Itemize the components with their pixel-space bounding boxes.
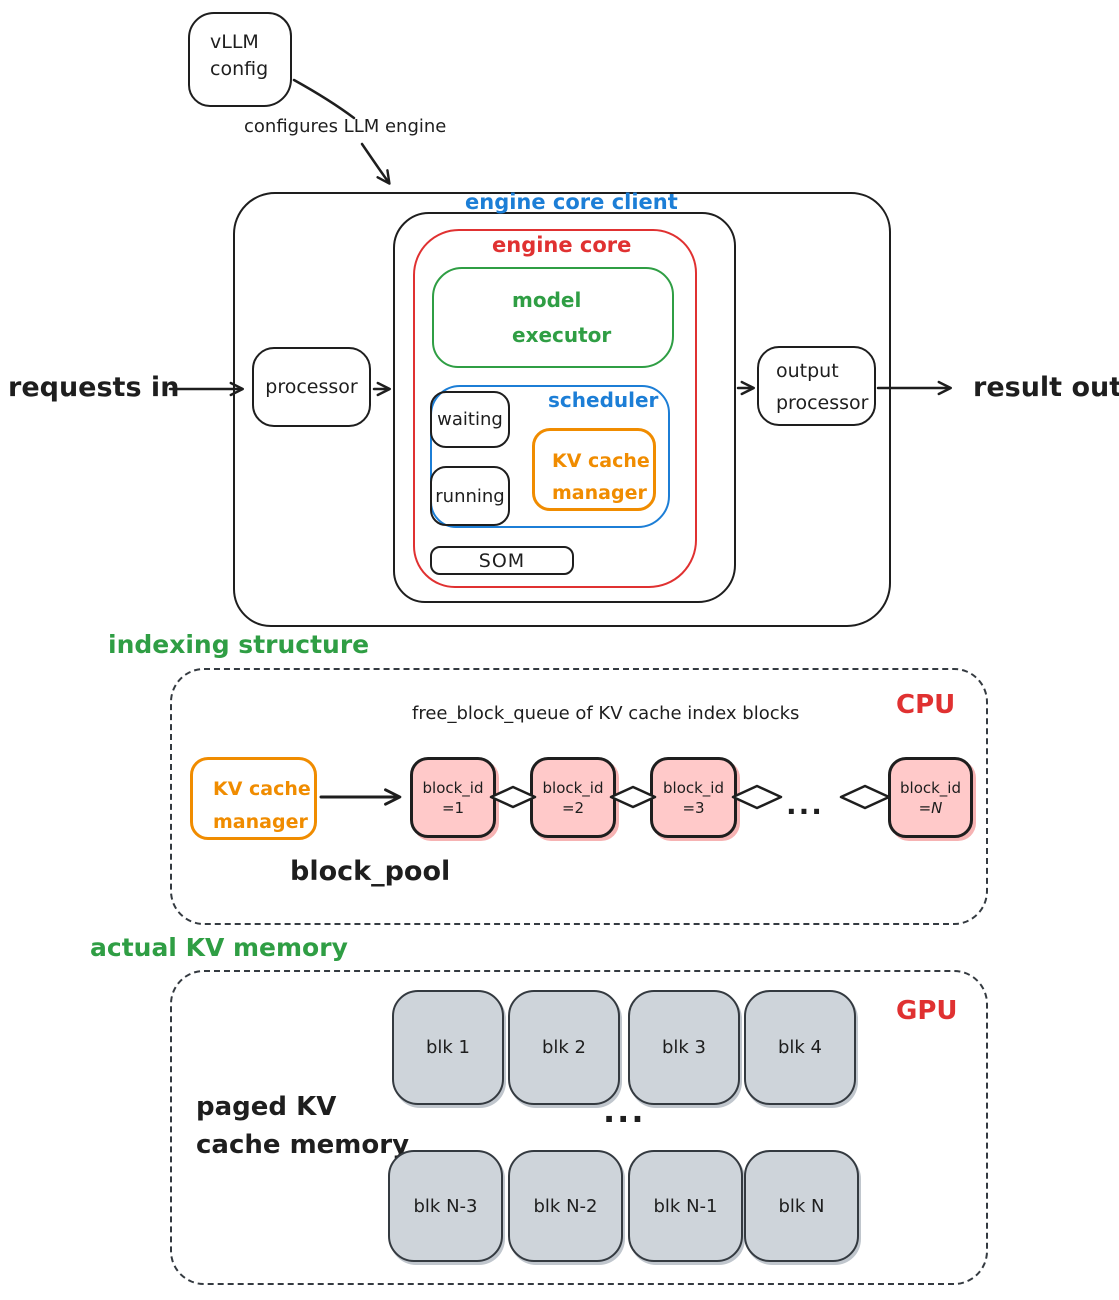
memory-block-1-label: blk 1 — [425, 1037, 471, 1058]
memory-block-4: blk 4 — [744, 990, 856, 1105]
configures-arrow-label: configures LLM engine — [244, 116, 447, 137]
block-id-3-label: block_id — [663, 778, 724, 797]
queue-ellipsis: ... — [786, 788, 824, 821]
engine-core-box — [413, 229, 697, 588]
memory-block-1: blk 1 — [392, 990, 504, 1105]
vllm-config-line2: config — [210, 58, 269, 80]
block-id-1-value: =1 — [441, 798, 465, 817]
scheduler-box — [430, 385, 670, 528]
memory-block-2-label: blk 2 — [541, 1037, 587, 1058]
processor-label: processor — [265, 376, 358, 398]
kv-cache-manager-line2: manager — [552, 482, 647, 504]
memory-block-n-label: blk N — [778, 1195, 825, 1217]
paged-kv-cache-memory-label: paged KV cache memory — [196, 1088, 409, 1164]
result-out-label: result out — [973, 372, 1119, 403]
pool-kv-manager-line2: manager — [213, 811, 308, 833]
block-id-n-label: block_id — [900, 778, 961, 797]
gpu-zone-box — [170, 970, 988, 1285]
memory-block-n2-label: blk N-2 — [533, 1195, 598, 1217]
output-processor-box: output processor — [757, 346, 876, 426]
memory-block-2: blk 2 — [508, 990, 620, 1105]
pool-kv-manager-line1: KV cache — [213, 778, 311, 800]
memory-block-n1-label: blk N-1 — [653, 1195, 718, 1217]
block-pool-label: block_pool — [290, 856, 451, 887]
kv-cache-manager-line1: KV cache — [552, 450, 650, 472]
cpu-zone-label: CPU — [896, 690, 956, 720]
llm-engine-box — [233, 192, 891, 627]
som-box: SOM — [430, 546, 574, 575]
engine-core-client-box — [393, 212, 736, 603]
model-executor-line2: executor — [512, 323, 612, 347]
requests-in-label: requests in — [8, 372, 180, 403]
memory-block-n3-label: blk N-3 — [413, 1195, 478, 1217]
block-id-3-value: =3 — [682, 798, 705, 817]
model-executor-box — [432, 267, 674, 368]
memory-block-n2: blk N-2 — [508, 1150, 623, 1262]
memory-block-3: blk 3 — [628, 990, 740, 1105]
block-id-node-1: block_id =1 — [410, 757, 496, 838]
free-block-queue-title: free_block_queue of KV cache index block… — [412, 703, 800, 724]
memory-block-n3: blk N-3 — [388, 1150, 503, 1262]
model-executor-line1: model — [512, 288, 582, 312]
running-label: running — [435, 485, 505, 507]
som-label: SOM — [478, 549, 526, 572]
block-id-node-n: block_id =N — [888, 757, 973, 838]
running-queue-box: running — [430, 466, 510, 526]
block-id-2-value: =2 — [561, 798, 585, 817]
block-id-2-label: block_id — [542, 778, 604, 797]
gpu-zone-label: GPU — [896, 996, 958, 1026]
cpu-zone-box — [170, 668, 988, 925]
memory-block-n1: blk N-1 — [628, 1150, 743, 1262]
kv-cache-manager-box: KV cache manager — [532, 428, 656, 511]
processor-box: processor — [252, 347, 371, 427]
engine-core-client-label: engine core client — [465, 190, 678, 214]
memory-block-n: blk N — [744, 1150, 859, 1262]
memory-block-3-label: blk 3 — [661, 1037, 707, 1058]
vllm-config-node: vLLM config — [188, 12, 292, 107]
block-id-node-3: block_id =3 — [650, 757, 737, 838]
vllm-config-line1: vLLM — [210, 31, 259, 53]
waiting-queue-box: waiting — [430, 391, 510, 448]
block-id-n-value: =N — [918, 798, 943, 817]
block-id-node-2: block_id =2 — [530, 757, 616, 838]
memory-block-4-label: blk 4 — [777, 1037, 823, 1058]
paged-kv-line2: cache memory — [196, 1130, 410, 1160]
block-pool-kv-cache-manager-box: KV cache manager — [190, 757, 317, 840]
paged-kv-line1: paged KV — [196, 1092, 337, 1122]
block-id-1-label: block_id — [422, 778, 484, 797]
indexing-structure-heading: indexing structure — [108, 630, 370, 659]
model-executor-label: model executor — [512, 283, 611, 353]
scheduler-label: scheduler — [548, 388, 659, 412]
waiting-label: waiting — [437, 409, 503, 430]
output-processor-line1: output — [776, 360, 839, 382]
memory-ellipsis: ... — [603, 1092, 646, 1130]
configures-arrow-segment-2 — [360, 142, 391, 185]
engine-core-label: engine core — [492, 233, 632, 257]
actual-kv-memory-heading: actual KV memory — [90, 933, 348, 962]
configures-arrow-segment-1 — [292, 78, 356, 120]
output-processor-line2: processor — [776, 392, 869, 414]
